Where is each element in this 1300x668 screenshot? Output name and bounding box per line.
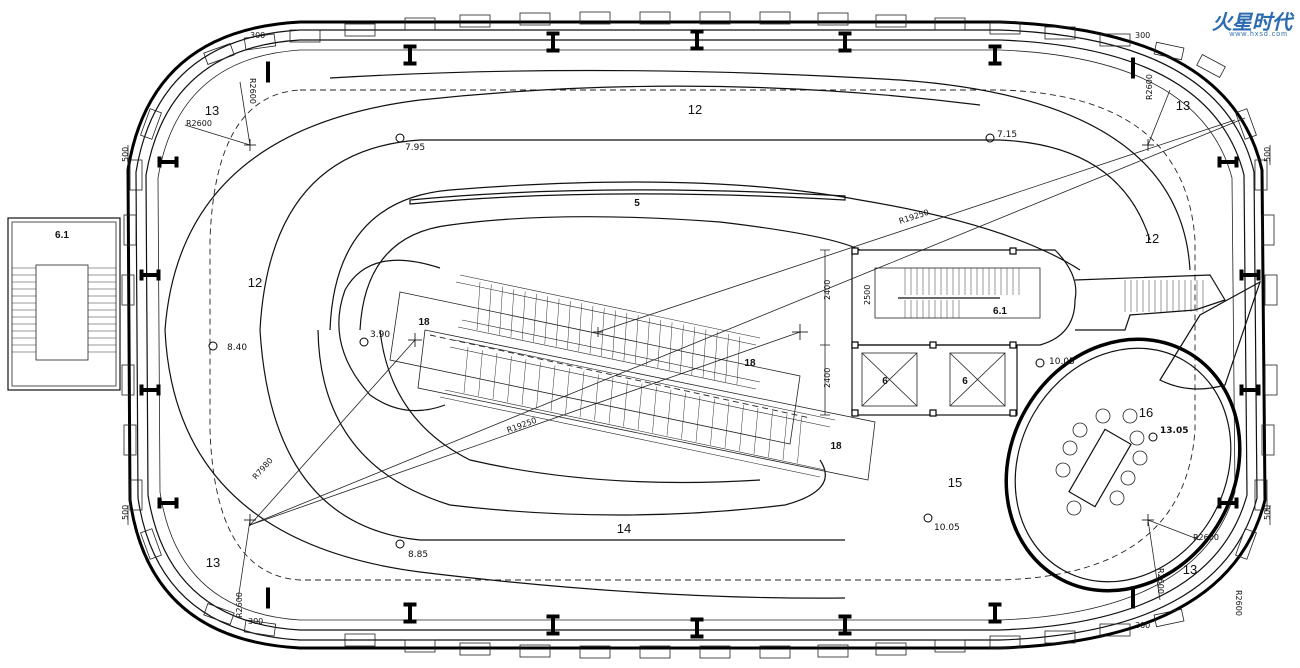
ramps xyxy=(164,69,1196,599)
room-labels: 12 12 12 13 13 13 13 5 14 15 16 18 18 18… xyxy=(55,98,1197,577)
elevation-8-85: 8.85 xyxy=(408,550,428,560)
dim-500-l2: 500 xyxy=(121,505,130,520)
dim-r2600-c: R2600 xyxy=(1145,74,1154,100)
room-13-br: 13 xyxy=(1183,562,1197,577)
dimension-lines xyxy=(127,145,1271,525)
elevation-13-05: 13.05 xyxy=(1160,426,1188,436)
dim-r2600-g: R2600 xyxy=(1234,590,1243,616)
room-6-a: 6 xyxy=(882,376,888,387)
dim-r2600-d: R2600 xyxy=(235,592,244,618)
dim-300-tl: 300 xyxy=(250,31,265,40)
dim-r2600-b: R2600 xyxy=(186,119,212,128)
meeting-room xyxy=(1004,280,1262,593)
facade-fins xyxy=(121,11,1278,659)
dim-500-r1: 500 xyxy=(1263,147,1272,162)
radius-lines xyxy=(184,81,1246,601)
core xyxy=(851,247,1226,417)
dim-r7980: R7980 xyxy=(251,456,275,481)
dim-500-r2: 500 xyxy=(1263,505,1272,520)
dim-r2600-a: R2600 xyxy=(248,78,257,104)
dim-2500: 2500 xyxy=(863,285,872,305)
dim-500-l1: 500 xyxy=(121,147,130,162)
elevation-3-90: 3.90 xyxy=(370,330,390,340)
elevation-10-05-a: 10.05 xyxy=(1049,357,1075,367)
room-15: 15 xyxy=(948,475,962,490)
room-13-bl: 13 xyxy=(206,555,220,570)
dim-2400-a: 2400 xyxy=(823,280,832,300)
columns xyxy=(139,29,1261,639)
room-12-top: 12 xyxy=(688,102,702,117)
room-12-right: 12 xyxy=(1145,231,1159,246)
watermark-logo: 火星时代 xyxy=(1212,12,1292,34)
dim-300-br: 300 xyxy=(1135,621,1150,630)
elevation-8-40: 8.40 xyxy=(227,343,247,353)
center-marks xyxy=(244,139,1154,526)
room-6-b: 6 xyxy=(962,376,968,387)
dim-r2600-e: R2600 xyxy=(1193,533,1219,542)
outer-shell xyxy=(126,20,1267,650)
elevation-7-95: 7.95 xyxy=(405,143,425,153)
room-18-a: 18 xyxy=(418,317,430,328)
room-6-1-core: 6.1 xyxy=(993,306,1007,317)
left-stair xyxy=(7,217,121,391)
dim-2400-b: 2400 xyxy=(823,368,832,388)
watermark-url: www.hxsd.com xyxy=(1229,31,1288,38)
elevation-labels: 7.95 7.15 8.40 3.90 10.05 10.05 8.85 13.… xyxy=(227,130,1188,560)
room-5: 5 xyxy=(634,198,640,209)
dim-r2600-f: R2600 xyxy=(1156,568,1165,594)
elevation-markers xyxy=(208,133,1158,549)
room-6-1-left: 6.1 xyxy=(55,230,69,241)
dim-300-tr: 300 xyxy=(1135,31,1150,40)
elevation-7-15: 7.15 xyxy=(997,130,1017,140)
dim-300-bl: 300 xyxy=(248,617,263,626)
room-18-b: 18 xyxy=(744,358,756,369)
room-18-c: 18 xyxy=(830,441,842,452)
elevation-10-05-b: 10.05 xyxy=(934,523,960,533)
room-13-tl: 13 xyxy=(205,103,219,118)
room-14: 14 xyxy=(617,521,631,536)
escalators xyxy=(338,259,876,481)
room-16: 16 xyxy=(1139,405,1153,420)
room-13-tr: 13 xyxy=(1176,98,1190,113)
room-12-left: 12 xyxy=(248,275,262,290)
